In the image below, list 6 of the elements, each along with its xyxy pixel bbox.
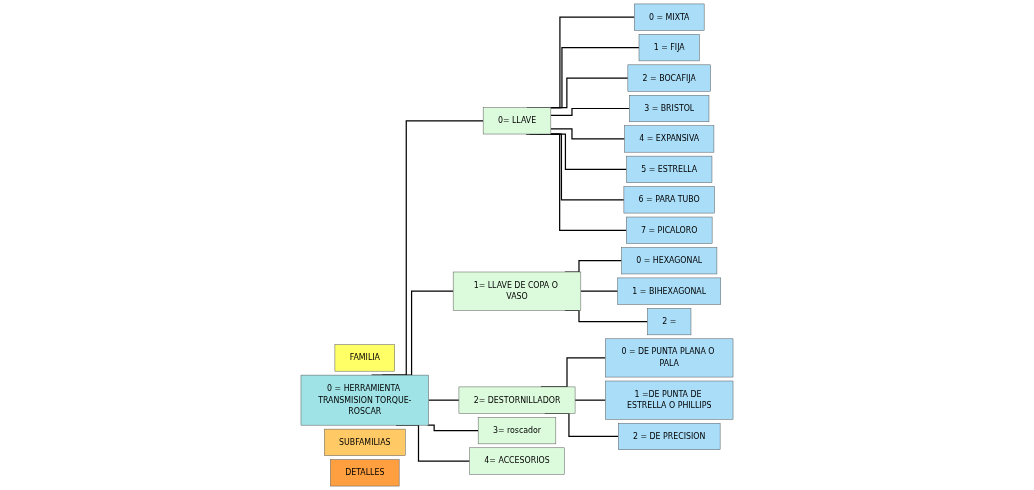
- connector: [426, 424, 479, 432]
- connector: [580, 290, 619, 292]
- connector: [550, 128, 626, 140]
- connector: [574, 399, 606, 401]
- connector: [550, 107, 631, 116]
- connector: [428, 399, 460, 401]
